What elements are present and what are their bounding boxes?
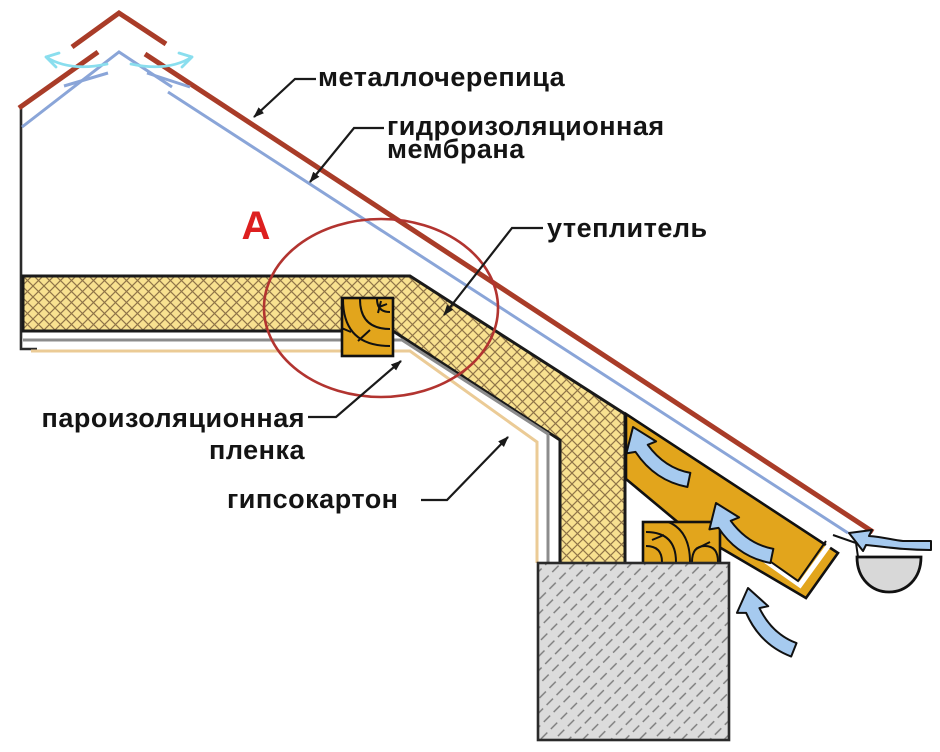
metal-tile-ridge-cap (70, 9, 168, 50)
label-drywall: гипсокартон (227, 484, 399, 514)
membrane-lines (21, 50, 849, 535)
detail-circle (262, 217, 500, 399)
membrane-right-overlap (146, 71, 191, 89)
metal-tile-lines (17, 9, 875, 535)
label-membrane-line1: гидроизоляционная (387, 111, 665, 141)
airflow-arrows (617, 412, 932, 667)
metal-tile-left-slope (17, 49, 100, 111)
masonry-wall (536, 561, 731, 742)
ridge-vent-arrows (44, 51, 194, 69)
membrane-right-slope (167, 90, 849, 535)
timber-beam-lower-rings (645, 522, 719, 563)
timber-beam-upper (340, 296, 395, 358)
detail-letter: А (242, 204, 271, 248)
leader-drywall (421, 436, 509, 502)
leader-membrane (309, 126, 384, 183)
gable-wall-line (19, 107, 37, 351)
label-metal-tile: металлочерепица (318, 62, 566, 92)
airflow-arrow-gutter-inlet (848, 529, 932, 552)
metal-tile-right-slope (143, 51, 875, 535)
ridge-vent-arrow-right (129, 51, 194, 69)
labels: металлочерепица гидроизоляционная мембра… (42, 62, 708, 514)
leader-vapor-barrier (308, 360, 402, 419)
vapor-barrier-line (23, 338, 550, 563)
label-insulation: утеплитель (547, 213, 708, 243)
leader-metal-tile (253, 77, 316, 118)
membrane-left-overlap (63, 71, 109, 88)
drywall-line (31, 349, 539, 563)
leader-lines (253, 77, 543, 502)
label-vapor-barrier-line2: пленка (209, 435, 305, 465)
leader-insulation (443, 226, 543, 316)
label-vapor-barrier-line1: пароизоляционная (42, 403, 305, 433)
ridge-vent-arrow-left (44, 51, 109, 69)
gutter (855, 555, 923, 594)
label-membrane-line2: мембрана (387, 134, 525, 164)
timber-beam-upper-rings (342, 298, 391, 347)
timber-beam-lower (641, 520, 722, 566)
